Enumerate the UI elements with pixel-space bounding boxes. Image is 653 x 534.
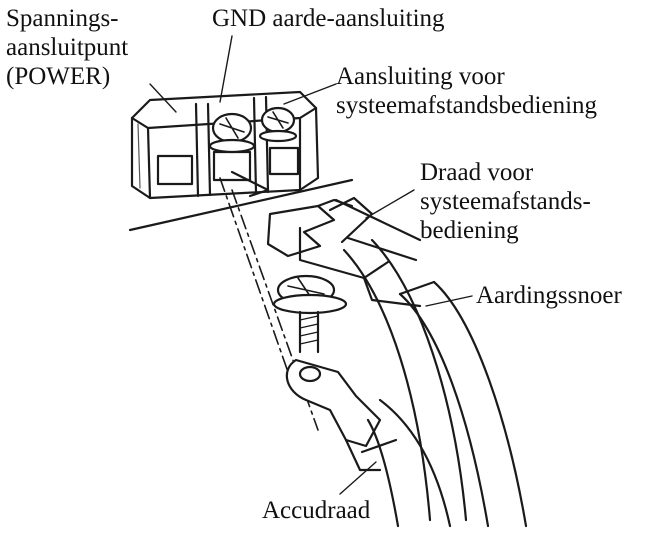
label-remote-wire: Draad voor systeemafstands- bediening (420, 159, 591, 244)
label-battery-wire: Accudraad (262, 497, 371, 524)
ground-cord (398, 280, 528, 528)
terminal-block (130, 90, 320, 200)
battery-cable (360, 398, 452, 528)
leader-power (149, 83, 177, 113)
mounting-surface-line (128, 178, 354, 232)
leader-ground-cord (425, 295, 473, 307)
label-power-terminal: Spannings- aansluitpunt (POWER) (6, 5, 129, 90)
leader-remote-wire (365, 189, 415, 219)
remote-wire-assembly (266, 196, 422, 308)
label-ground-cord: Aardingssnoer (476, 282, 622, 309)
remote-cable-lower (342, 238, 468, 522)
label-remote-terminal: Aansluiting voor systeemafstandsbedienin… (336, 63, 598, 119)
label-gnd-terminal: GND aarde-aansluiting (212, 5, 445, 32)
leader-remote-terminal (283, 83, 337, 105)
guide-lines (219, 177, 319, 431)
leader-gnd (219, 35, 233, 103)
leader-battery-wire (339, 461, 377, 495)
ground-screw (272, 274, 348, 354)
battery-terminal (285, 358, 382, 472)
leader-lines (149, 35, 473, 495)
